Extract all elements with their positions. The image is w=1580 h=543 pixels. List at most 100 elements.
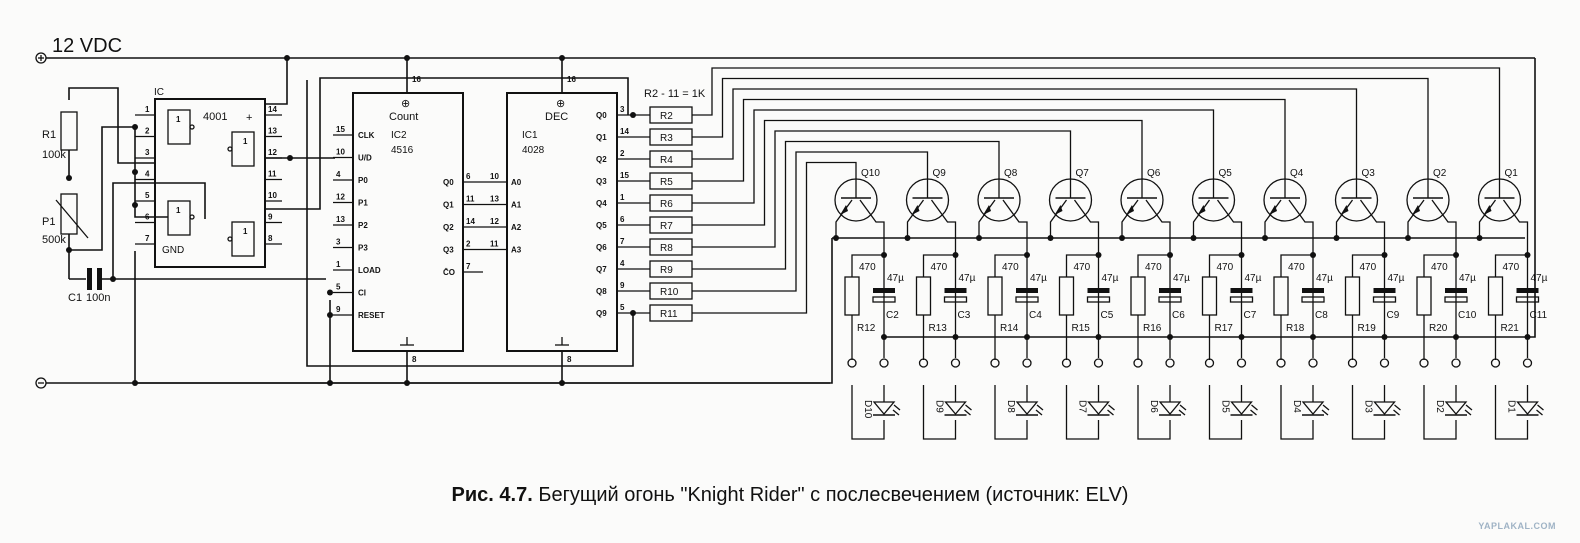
pin-name: Q0	[443, 178, 454, 187]
led-d2	[1444, 401, 1468, 416]
pin-name: A3	[511, 246, 522, 255]
pin-name: Q9	[596, 309, 607, 318]
terminal	[1347, 358, 1358, 368]
svg-text:IC1: IC1	[522, 130, 538, 141]
transistor-label: Q3	[1362, 168, 1376, 179]
terminal	[1490, 358, 1501, 368]
pin-number: 10	[490, 172, 499, 181]
pin-number: 11	[466, 195, 475, 204]
led-d10	[872, 401, 896, 416]
resistor-value: 470	[1074, 262, 1091, 273]
svg-text:1: 1	[243, 227, 248, 236]
resistor-ref: R8	[660, 243, 673, 254]
terminal	[1522, 358, 1533, 368]
pin-name: Q1	[443, 201, 454, 210]
pin-name: Q6	[596, 243, 607, 252]
pin-number: 15	[620, 171, 629, 180]
resistor-ref: R18	[1286, 323, 1305, 334]
pin-number: 14	[620, 127, 629, 136]
resistor-ref: R5	[660, 177, 673, 188]
resistor-r20	[1416, 276, 1432, 316]
resistor-r21	[1487, 276, 1504, 316]
resistor-ref: R10	[660, 287, 679, 298]
led-d3	[1373, 401, 1396, 416]
pin-name: LOAD	[358, 266, 381, 275]
pin-number: 10	[336, 148, 345, 157]
led-d5	[1230, 401, 1253, 416]
ic-4516-counter: 16 ⊕ Count IC2 4516 8 15CLK10U/D4P012P11…	[327, 55, 483, 386]
pin-number: 2	[620, 149, 625, 158]
pin-number: 12	[490, 217, 499, 226]
terminal	[1165, 358, 1175, 368]
resistor-ref: R17	[1215, 323, 1234, 334]
resistor-r19	[1344, 276, 1361, 316]
pin-number: 2	[145, 127, 150, 136]
led-label: D2	[1434, 400, 1445, 413]
resistor-ref: R3	[660, 133, 673, 144]
svg-text:100n: 100n	[86, 292, 110, 304]
resistor-value: 470	[1217, 262, 1234, 273]
pin-number: 6	[620, 215, 625, 224]
pin-name: A0	[511, 178, 522, 187]
svg-text:500k: 500k	[42, 234, 66, 246]
svg-text:8: 8	[412, 355, 417, 364]
resistor-value: 470	[1503, 262, 1520, 273]
pin-name: U/D	[358, 154, 372, 163]
resistor-value: 470	[931, 262, 948, 273]
led-label: D3	[1363, 400, 1374, 413]
capacitor-c4	[1015, 296, 1039, 303]
led-d7	[1087, 401, 1110, 416]
resistor-r16	[1130, 276, 1146, 316]
resistor-ref: R15	[1072, 323, 1091, 334]
capacitor-ref: C4	[1029, 310, 1042, 321]
resistor-r18	[1273, 276, 1289, 316]
svg-text:100k: 100k	[42, 149, 66, 161]
pin-number: 9	[268, 213, 273, 222]
svg-text:⊕: ⊕	[556, 98, 565, 110]
resistor-r14	[987, 276, 1003, 316]
resistor-ref: R7	[660, 221, 673, 232]
capacitor-c8	[1301, 296, 1325, 303]
capacitor-value: 47µ	[959, 273, 976, 284]
capacitor-value: 47µ	[1531, 273, 1548, 284]
resistor-r15	[1058, 276, 1075, 316]
pin-name: P0	[358, 176, 368, 185]
ic-ref-label: IC	[154, 87, 164, 98]
transistor-label: Q4	[1290, 168, 1304, 179]
capacitor-value: 47µ	[1316, 273, 1333, 284]
capacitor-ref: C6	[1172, 310, 1185, 321]
pin-name: Q2	[596, 155, 607, 164]
pin-number: 14	[268, 105, 277, 114]
capacitor-c5	[1086, 296, 1111, 303]
figure-number: Рис. 4.7.	[451, 484, 533, 506]
led-label: D10	[862, 400, 873, 419]
pin-number: 4	[336, 170, 341, 179]
resistor-ref: R12	[857, 323, 876, 334]
led-label: D9	[934, 400, 945, 413]
pin-name: Q7	[596, 265, 607, 274]
resistor-value: 470	[1288, 262, 1305, 273]
capacitor-ref: C11	[1530, 310, 1548, 321]
pin-number: 7	[145, 234, 150, 243]
pin-number: 3	[336, 238, 341, 247]
ic-4001: IC 4001 GND + 1 1 1 1 123456714131211109…	[135, 87, 282, 268]
pin-number: 14	[466, 217, 475, 226]
terminal	[1308, 358, 1318, 368]
pin-number: 9	[336, 305, 341, 314]
svg-text:16: 16	[412, 75, 421, 84]
pin-number: 3	[145, 148, 150, 157]
capacitor-c3	[943, 296, 968, 303]
pin-number: 7	[466, 262, 471, 271]
resistor-ref: R4	[660, 155, 673, 166]
capacitor-c11	[1515, 296, 1540, 303]
pin-name: C̄O	[443, 268, 455, 277]
capacitor-value: 47µ	[1102, 273, 1119, 284]
resistor-ref: R9	[660, 265, 673, 276]
pin-name: Q0	[596, 111, 607, 120]
pin-number: 5	[620, 303, 625, 312]
svg-text:1: 1	[243, 137, 248, 146]
resistor-ref: R14	[1000, 323, 1019, 334]
